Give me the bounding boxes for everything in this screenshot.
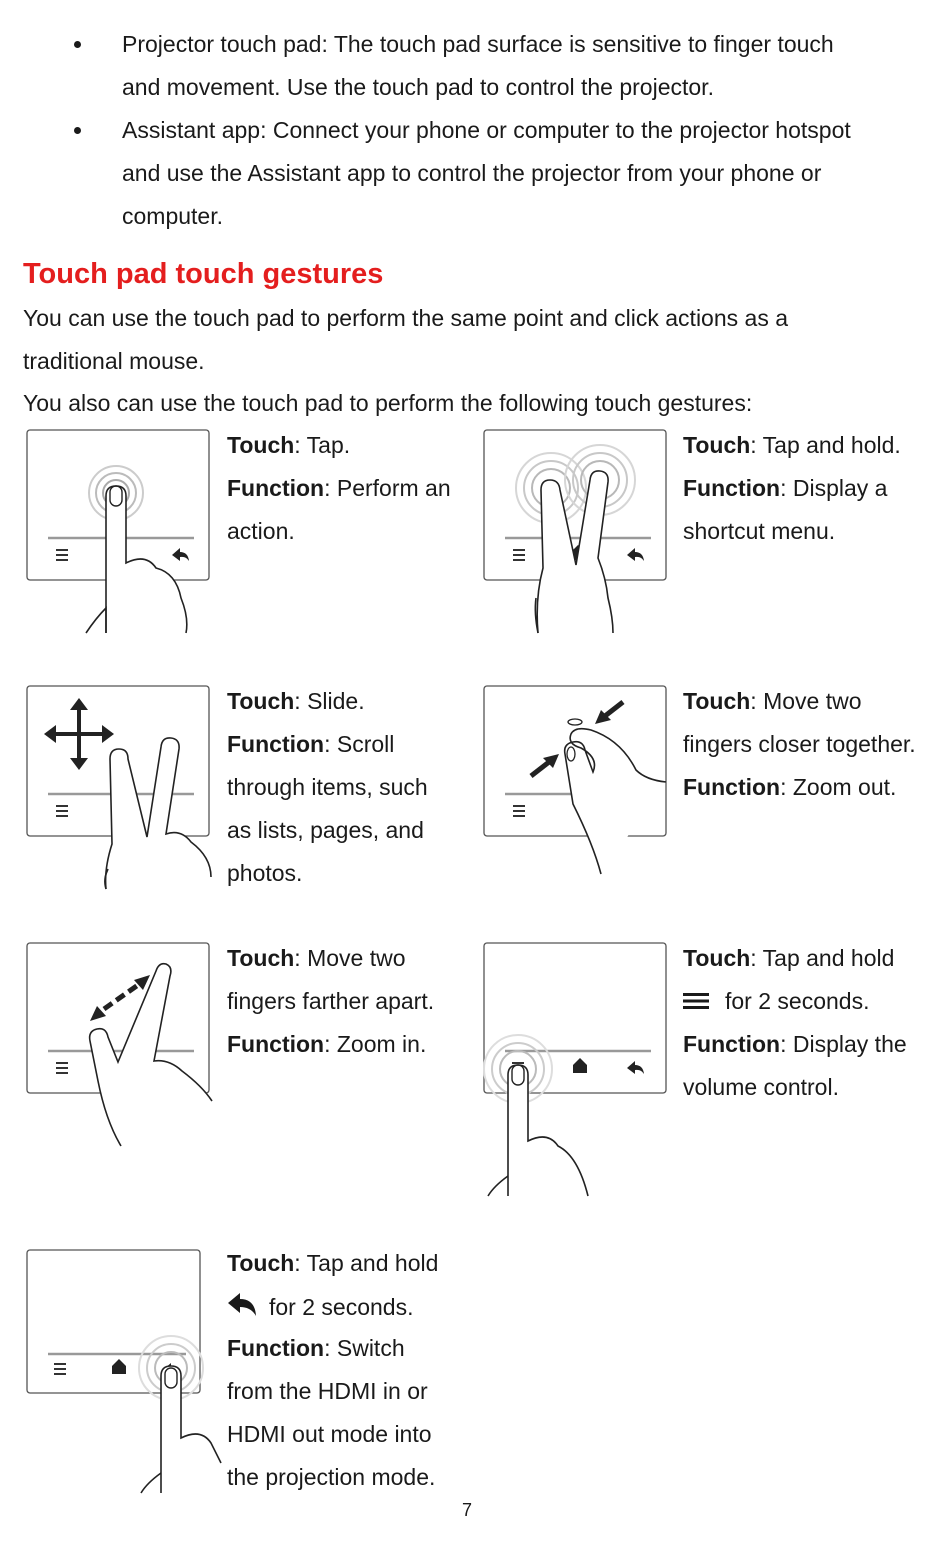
gesture-6-touch: Touch: Tap and hold	[683, 945, 895, 971]
gesture-3-function: Function: Scroll	[227, 731, 395, 757]
bullet-2-line-1: Assistant app: Connect your phone or com…	[122, 117, 851, 143]
gesture-6-function-cont: volume control.	[683, 1074, 839, 1100]
gesture-1-function-cont: action.	[227, 518, 295, 544]
gesture-3-function-cont-1: through items, such	[227, 774, 428, 800]
intro-line-3: You also can use the touch pad to perfor…	[23, 390, 753, 416]
gesture-4-touch: Touch: Move two	[683, 688, 862, 714]
tap-hold-gesture-illustration	[483, 429, 667, 634]
bullet-dot	[74, 127, 81, 134]
gesture-2-function: Function: Display a	[683, 475, 888, 501]
back-arrow-icon	[228, 1293, 256, 1316]
gesture-7-function-cont-3: the projection mode.	[227, 1464, 436, 1490]
section-heading: Touch pad touch gestures	[23, 258, 384, 290]
gesture-5-touch: Touch: Move two	[227, 945, 406, 971]
bullet-dot	[74, 41, 81, 48]
intro-line-1: You can use the touch pad to perform the…	[23, 305, 789, 331]
gesture-7-touch: Touch: Tap and hold	[227, 1250, 439, 1276]
pinch-in-gesture-illustration	[483, 685, 667, 875]
spread-gesture-illustration	[26, 942, 213, 1147]
bullet-2-line-2: and use the Assistant app to control the…	[122, 160, 822, 186]
bullet-1-line-2: and movement. Use the touch pad to contr…	[122, 74, 714, 100]
tap-gesture-illustration	[26, 429, 210, 634]
gesture-7-touch-cont: for 2 seconds.	[227, 1286, 413, 1329]
gesture-5-touch-cont: fingers farther apart.	[227, 988, 435, 1014]
gesture-6-function: Function: Display the	[683, 1031, 907, 1057]
gesture-3-touch: Touch: Slide.	[227, 688, 365, 714]
hold-back-gesture-illustration	[26, 1249, 222, 1494]
hold-menu-gesture-illustration	[483, 942, 667, 1197]
gesture-4-function: Function: Zoom out.	[683, 774, 897, 800]
gesture-5-function: Function: Zoom in.	[227, 1031, 427, 1057]
gesture-3-function-cont-2: as lists, pages, and	[227, 817, 424, 843]
bullet-2-line-3: computer.	[122, 203, 223, 229]
bullet-1-line-1: Projector touch pad: The touch pad surfa…	[122, 31, 834, 57]
gesture-6-touch-cont: for 2 seconds.	[683, 980, 869, 1023]
gesture-7-function-cont-2: HDMI out mode into	[227, 1421, 432, 1447]
gesture-7-function-cont-1: from the HDMI in or	[227, 1378, 428, 1404]
gesture-4-touch-cont: fingers closer together.	[683, 731, 916, 757]
gesture-7-function: Function: Switch	[227, 1335, 405, 1361]
gesture-1-function: Function: Perform an	[227, 475, 451, 501]
gesture-2-function-cont: shortcut menu.	[683, 518, 836, 544]
menu-icon	[683, 993, 709, 1009]
intro-line-2: traditional mouse.	[23, 348, 205, 374]
gesture-1-touch: Touch: Tap.	[227, 432, 351, 458]
page-number: 7	[461, 1500, 472, 1520]
slide-gesture-illustration	[26, 685, 212, 890]
gesture-3-function-cont-3: photos.	[227, 860, 303, 886]
gesture-2-touch: Touch: Tap and hold.	[683, 432, 901, 458]
